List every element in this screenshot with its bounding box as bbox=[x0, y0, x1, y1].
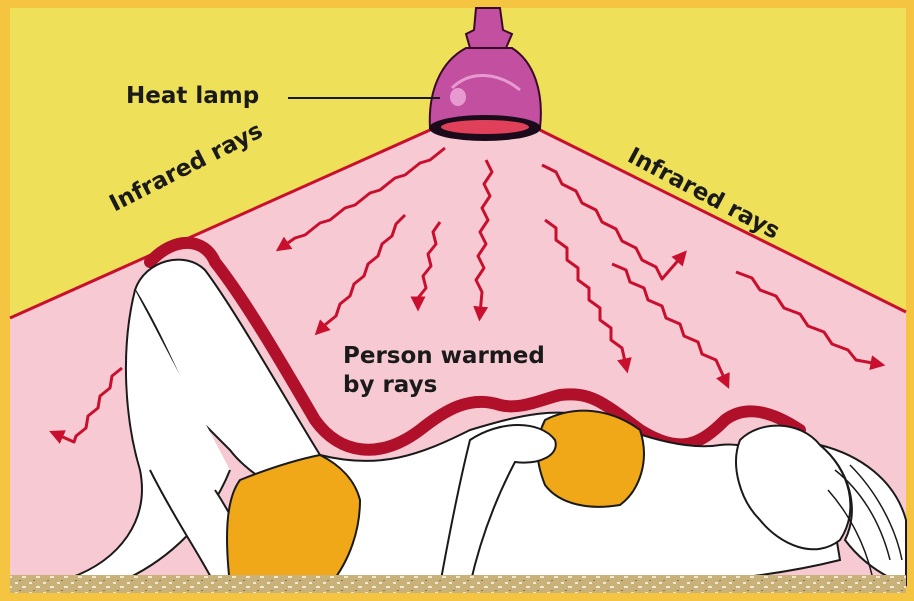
person-label-line-2: by rays bbox=[343, 371, 545, 400]
person-label-line-1: Person warmed bbox=[343, 342, 545, 371]
heat-lamp-label: Heat lamp bbox=[126, 82, 259, 111]
person-warmed-label: Person warmed by rays bbox=[343, 342, 545, 400]
floor-texture-icon bbox=[10, 575, 906, 593]
